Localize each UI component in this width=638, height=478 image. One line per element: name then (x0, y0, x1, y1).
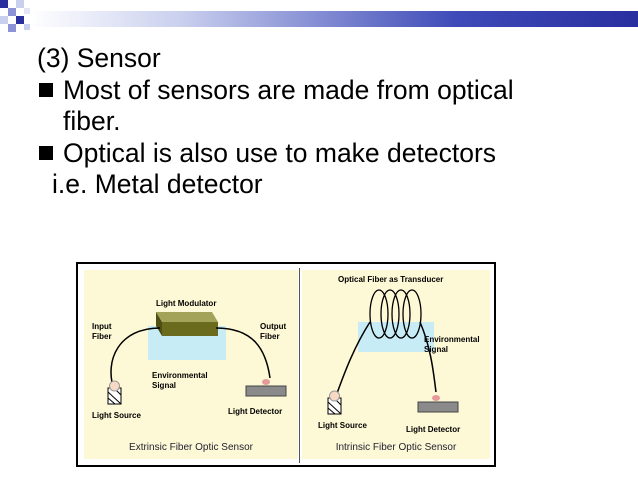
fiber-lead-to-source (335, 321, 371, 397)
light-detector-icon (417, 401, 459, 413)
input-fiber-label-2: Fiber (92, 332, 112, 341)
slide-body: (3) Sensor Most of sensors are made from… (37, 43, 617, 200)
modulator-side (156, 312, 162, 336)
output-fiber-line (215, 327, 271, 379)
modulator-top (156, 312, 218, 322)
output-fiber-label-2: Fiber (260, 332, 280, 341)
intrinsic-panel: Optical Fiber as Transducer Environmenta… (302, 270, 490, 459)
detector-light-spot (432, 395, 440, 401)
environmental-signal-label-2: Signal (424, 345, 448, 354)
intrinsic-illustration: Optical Fiber as Transducer Environmenta… (318, 275, 480, 434)
light-modulator-label: Light Modulator (156, 299, 216, 308)
fiber-optic-sensor-diagram: Light Modulator Input Fiber Output Fiber… (76, 262, 496, 467)
light-detector-label: Light Detector (228, 407, 282, 416)
bullet-item: Optical is also use to make detectors (37, 138, 617, 169)
bullet-text: Optical is also use to make detectors (63, 138, 497, 168)
square-bullet-icon (39, 146, 53, 160)
sub-line: i.e. Metal detector (52, 169, 263, 199)
environmental-signal-label: Environmental (152, 371, 208, 380)
title-accent-bar (30, 11, 638, 27)
panel-divider (299, 268, 300, 463)
extrinsic-illustration: Light Modulator Input Fiber Output Fiber… (92, 299, 287, 420)
square-bullet-icon (39, 83, 53, 97)
bullet-item: Most of sensors are made from optical fi… (37, 75, 617, 137)
input-fiber-label: Input (92, 322, 112, 331)
bullet-text: Most of sensors are made from optical (63, 75, 514, 105)
fiber-coil (380, 289, 400, 339)
fiber-coil (402, 289, 422, 339)
light-source-lens (329, 390, 340, 402)
corner-decoration (0, 0, 40, 40)
environmental-signal-label: Environmental (424, 335, 480, 344)
detector-light-spot (262, 379, 270, 385)
output-fiber-label: Output (260, 322, 287, 331)
transducer-title: Optical Fiber as Transducer (338, 275, 443, 284)
bullet-text-continuation: fiber. (63, 106, 121, 136)
extrinsic-caption: Extrinsic Fiber Optic Sensor (129, 442, 253, 453)
slide-heading: (3) Sensor (37, 43, 161, 73)
fiber-lead-to-detector (419, 321, 437, 393)
light-source-label: Light Source (92, 411, 141, 420)
light-modulator-block (162, 322, 218, 336)
input-fiber-line (110, 327, 161, 391)
intrinsic-caption: Intrinsic Fiber Optic Sensor (335, 442, 457, 453)
light-detector-icon (245, 385, 287, 397)
light-detector-label: Light Detector (406, 425, 460, 434)
light-source-lens (109, 380, 120, 392)
fiber-coil (391, 289, 411, 339)
extrinsic-panel: Light Modulator Input Fiber Output Fiber… (84, 270, 298, 459)
light-source-label: Light Source (318, 421, 367, 430)
environmental-signal-label-2: Signal (152, 381, 176, 390)
fiber-coil (369, 289, 389, 339)
